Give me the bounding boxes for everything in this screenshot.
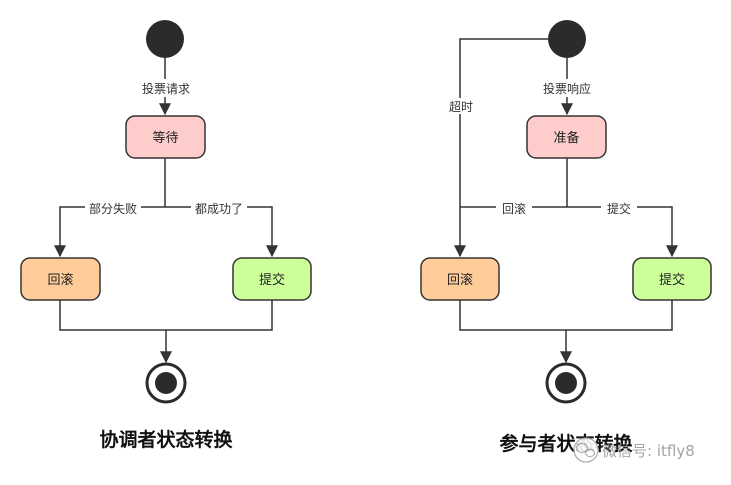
participant-state-rollback-label: 回滚 bbox=[447, 272, 473, 288]
coordinator-diagram: 投票请求 等待 部分失败 都成功了 回滚 提交 协调者状态转换 bbox=[20, 20, 312, 451]
coordinator-label-all-success: 都成功了 bbox=[195, 202, 243, 216]
coordinator-label-vote-request: 投票请求 bbox=[142, 81, 190, 96]
participant-diagram: 投票响应 超时 准备 回滚 提交 回滚 提交 参与者状态转换 bbox=[420, 20, 712, 455]
participant-state-prepare-label: 准备 bbox=[553, 130, 579, 146]
coordinator-edge-merge bbox=[59, 300, 273, 331]
coordinator-label-partial-fail: 部分失败 bbox=[89, 201, 137, 216]
participant-end-node bbox=[555, 372, 577, 394]
participant-state-commit-label: 提交 bbox=[659, 272, 685, 288]
coordinator-start-node bbox=[146, 20, 184, 58]
wechat-icon bbox=[573, 437, 599, 463]
watermark: 微信号: itfly8 bbox=[573, 437, 695, 463]
participant-label-commit: 提交 bbox=[607, 201, 631, 216]
coordinator-caption: 协调者状态转换 bbox=[99, 428, 233, 451]
participant-edge-merge bbox=[459, 300, 673, 331]
coordinator-state-wait-label: 等待 bbox=[152, 130, 178, 146]
participant-label-vote-response: 投票响应 bbox=[543, 81, 591, 96]
participant-edge-timeout bbox=[454, 38, 548, 258]
participant-label-rollback: 回滚 bbox=[502, 201, 526, 216]
participant-caption: 参与者状态转换 bbox=[499, 432, 633, 455]
participant-label-timeout: 超时 bbox=[449, 99, 473, 114]
coordinator-state-commit-label: 提交 bbox=[259, 272, 285, 288]
participant-start-node bbox=[548, 20, 586, 58]
watermark-text: 微信号: itfly8 bbox=[602, 442, 695, 460]
coordinator-end-node bbox=[155, 372, 177, 394]
coordinator-state-rollback-label: 回滚 bbox=[47, 272, 73, 288]
